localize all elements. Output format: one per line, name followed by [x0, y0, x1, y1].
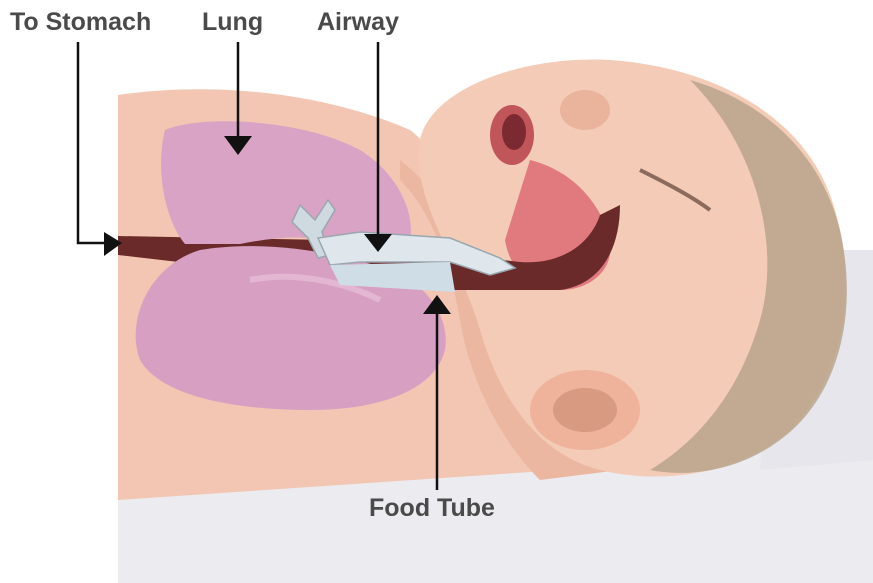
label-airway: Airway [317, 10, 399, 35]
stomach-arrow-icon [104, 232, 122, 256]
food-tube-arrow-icon [423, 295, 451, 314]
airway-arrow-icon [364, 234, 392, 252]
label-food-tube: Food Tube [369, 496, 495, 521]
stomach-leader-line [78, 42, 106, 243]
lung-arrow-icon [224, 136, 252, 155]
label-to-stomach: To Stomach [10, 10, 151, 35]
label-lung: Lung [202, 10, 263, 35]
